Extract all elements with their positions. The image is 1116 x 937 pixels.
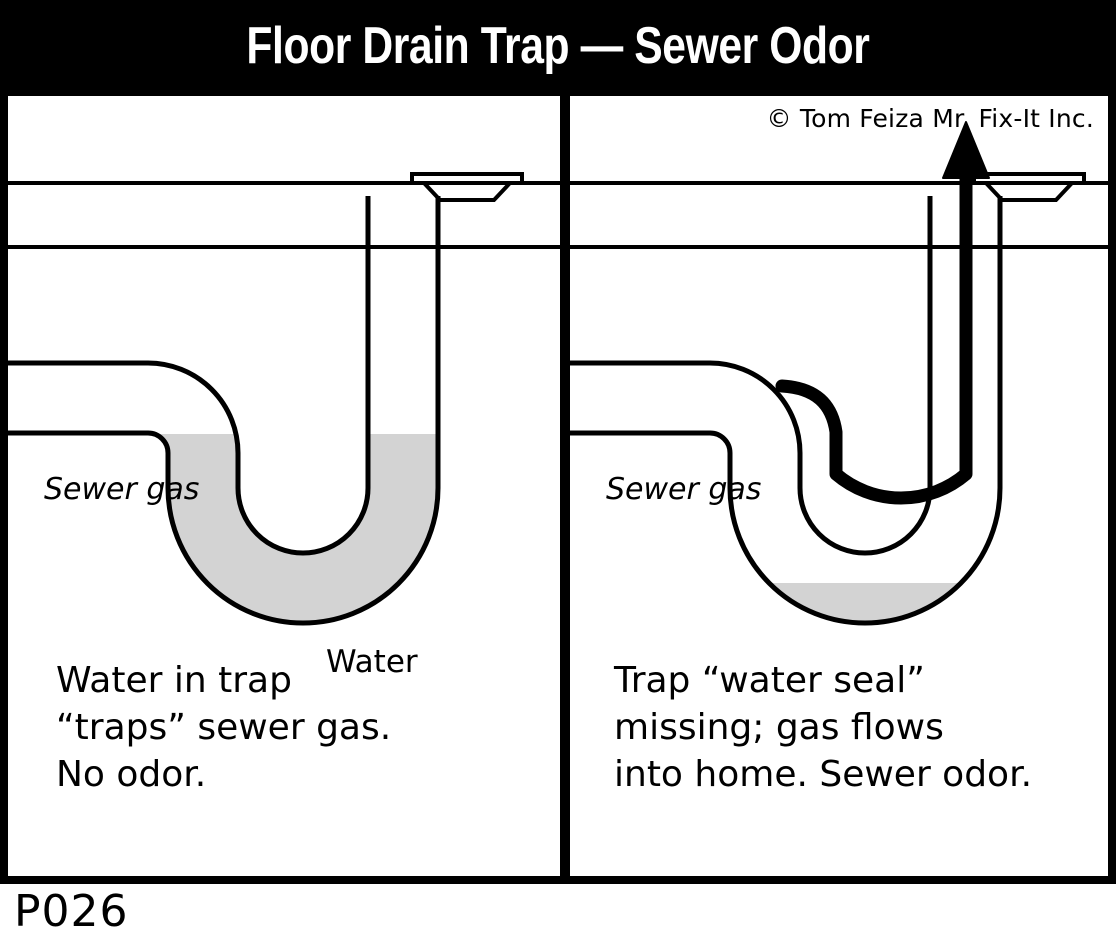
caption-line: No odor.: [56, 753, 207, 795]
panel-working-trap: Sewer gas Water Water in trap “traps” se…: [8, 96, 560, 876]
drain-grate-cap: [410, 172, 524, 185]
caption-line: Water in trap: [56, 660, 292, 701]
caption-dry-trap: Trap “water seal” missing; gas flows int…: [614, 658, 1032, 798]
panel-dry-trap: © Tom Feiza Mr. Fix-It Inc. Sewer gas Tr…: [570, 96, 1108, 876]
sewer-gas-label: Sewer gas: [44, 472, 200, 507]
caption-line: Trap “water seal”: [614, 660, 925, 701]
caption-working-trap: Water in trap “traps” sewer gas. No odor…: [56, 658, 391, 798]
title-bar: Floor Drain Trap — Sewer Odor: [0, 0, 1116, 92]
gas-flow-arrow-head: [942, 121, 990, 179]
trap-outer-wall: [570, 430, 1003, 626]
page-title: Floor Drain Trap — Sewer Odor: [246, 17, 870, 75]
trap-diagram-dry: [570, 121, 1108, 626]
figure-code: P026: [14, 886, 129, 937]
trap-outer-wall: [8, 430, 441, 626]
trap-inner-wall: [8, 360, 371, 556]
caption-line: “traps” sewer gas.: [56, 706, 392, 748]
water-label: Water: [326, 644, 418, 680]
drain-grate-cap: [972, 172, 1086, 185]
sewer-gas-label: Sewer gas: [606, 472, 762, 507]
copyright-notice: © Tom Feiza Mr. Fix-It Inc.: [766, 104, 1094, 133]
caption-line: into home. Sewer odor.: [614, 753, 1033, 795]
caption-line: missing; gas flows: [614, 706, 944, 748]
gas-flow-arrow-shaft: [775, 151, 973, 505]
trap-inner-wall: [570, 360, 933, 556]
trap-diagram-working: [8, 172, 560, 626]
